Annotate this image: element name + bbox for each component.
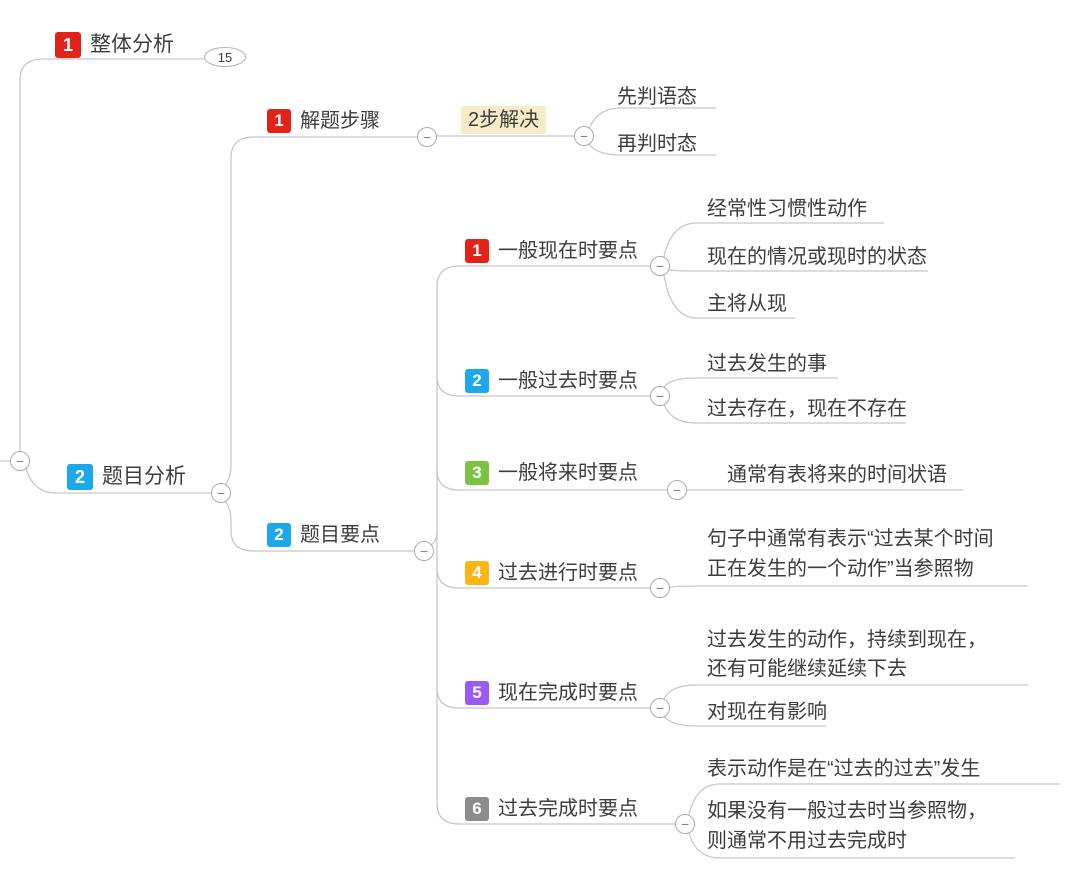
collapse-button-past-continuous[interactable]: − xyxy=(650,578,670,598)
collapse-button-present-simple[interactable]: − xyxy=(650,256,670,276)
minus-icon: − xyxy=(579,128,589,144)
node-question-points[interactable]: 2 题目要点 xyxy=(267,522,380,548)
node-label: 解题步骤 xyxy=(300,110,380,132)
collapse-button-question-analysis[interactable]: − xyxy=(211,483,231,503)
node-label: 过去存在，现在不存在 xyxy=(707,398,907,420)
collapse-button-future-simple[interactable]: − xyxy=(667,480,687,500)
priority-badge-1: 1 xyxy=(55,32,81,58)
node-action-continues-to-now[interactable]: 过去发生的动作，持续到现在， 还有可能继续延续下去 xyxy=(707,626,987,684)
node-label: 一般将来时要点 xyxy=(498,462,638,484)
node-judge-tense-next[interactable]: 再判时态 xyxy=(617,131,697,157)
node-past-of-past[interactable]: 表示动作是在“过去的过去”发生 xyxy=(707,756,980,782)
node-label: 再判时态 xyxy=(617,133,697,155)
node-effect-on-present[interactable]: 对现在有影响 xyxy=(707,699,827,725)
minus-icon: − xyxy=(655,700,665,716)
node-label: 现在完成时要点 xyxy=(498,682,638,704)
node-present-state[interactable]: 现在的情况或现时的状态 xyxy=(707,244,927,270)
node-solving-steps[interactable]: 1 解题步骤 xyxy=(267,108,380,134)
node-label: 如果没有一般过去时当参照物， 则通常不用过去完成时 xyxy=(707,800,987,852)
collapse-button-past-perfect[interactable]: − xyxy=(675,814,695,834)
node-present-perfect-points[interactable]: 5 现在完成时要点 xyxy=(465,680,638,706)
collapse-button-two-step-solution[interactable]: − xyxy=(574,126,594,146)
node-label: 题目要点 xyxy=(300,524,380,546)
priority-badge-6: 6 xyxy=(465,797,489,821)
steps-branch-lines xyxy=(224,107,716,486)
priority-badge-2: 2 xyxy=(67,464,93,490)
node-label: 一般现在时要点 xyxy=(498,240,638,262)
node-label: 先判语态 xyxy=(617,86,697,108)
collapse-button-solving-steps[interactable]: − xyxy=(417,127,437,147)
node-label: 整体分析 xyxy=(90,33,174,56)
collapse-button-question-points[interactable]: − xyxy=(414,541,434,561)
node-label: 经常性习惯性动作 xyxy=(707,198,867,220)
node-future-time-adverbial[interactable]: 通常有表将来的时间状语 xyxy=(727,462,947,488)
minus-icon: − xyxy=(419,543,429,559)
node-future-simple-points[interactable]: 3 一般将来时要点 xyxy=(465,460,638,486)
node-label: 句子中通常有表示“过去某个时间 正在发生的一个动作”当参照物 xyxy=(707,528,994,580)
priority-badge-1: 1 xyxy=(267,109,291,133)
node-present-simple-points[interactable]: 1 一般现在时要点 xyxy=(465,238,638,264)
node-existed-past-not-now[interactable]: 过去存在，现在不存在 xyxy=(707,396,907,422)
node-label: 过去发生的事 xyxy=(707,353,827,375)
node-label: 通常有表将来的时间状语 xyxy=(727,464,947,486)
minus-icon: − xyxy=(216,485,226,501)
node-no-reference-no-past-perfect[interactable]: 如果没有一般过去时当参照物， 则通常不用过去完成时 xyxy=(707,796,987,856)
collapse-button-past-simple[interactable]: − xyxy=(650,386,670,406)
collapse-button-root[interactable]: − xyxy=(10,451,30,471)
node-past-moment-reference[interactable]: 句子中通常有表示“过去某个时间 正在发生的一个动作”当参照物 xyxy=(707,524,994,584)
priority-badge-1: 1 xyxy=(465,239,489,263)
node-judge-voice-first[interactable]: 先判语态 xyxy=(617,84,697,110)
node-overall-analysis[interactable]: 1 整体分析 xyxy=(55,32,174,58)
node-label: 主将从现 xyxy=(707,293,787,315)
node-label: 现在的情况或现时的状态 xyxy=(707,246,927,268)
node-two-step-solution[interactable]: 2步解决 xyxy=(461,106,547,134)
node-label: 对现在有影响 xyxy=(707,701,827,723)
node-label: 过去发生的动作，持续到现在， 还有可能继续延续下去 xyxy=(707,629,987,680)
minus-icon: − xyxy=(655,388,665,404)
node-label: 题目分析 xyxy=(102,465,186,488)
priority-badge-2: 2 xyxy=(465,369,489,393)
node-past-continuous-points[interactable]: 4 过去进行时要点 xyxy=(465,560,638,586)
priority-badge-2: 2 xyxy=(267,523,291,547)
minus-icon: − xyxy=(422,129,432,145)
node-happened-in-past[interactable]: 过去发生的事 xyxy=(707,351,827,377)
collapsed-count-badge[interactable]: 15 xyxy=(204,47,246,67)
root-branch-lines xyxy=(0,58,212,494)
node-question-analysis[interactable]: 2 题目分析 xyxy=(67,464,186,490)
node-past-simple-points[interactable]: 2 一般过去时要点 xyxy=(465,368,638,394)
minus-icon: − xyxy=(15,453,25,469)
node-label: 一般过去时要点 xyxy=(498,370,638,392)
points-branch-lines xyxy=(224,265,675,825)
priority-badge-4: 4 xyxy=(465,561,489,585)
collapse-button-present-perfect[interactable]: − xyxy=(650,698,670,718)
node-past-perfect-points[interactable]: 6 过去完成时要点 xyxy=(465,796,638,822)
minus-icon: − xyxy=(680,816,690,832)
node-main-future-sub-present[interactable]: 主将从现 xyxy=(707,291,787,317)
priority-badge-5: 5 xyxy=(465,681,489,705)
highlighted-label: 2步解决 xyxy=(461,106,547,134)
node-habitual-action[interactable]: 经常性习惯性动作 xyxy=(707,196,867,222)
leaf-lines xyxy=(663,222,1060,859)
minus-icon: − xyxy=(655,580,665,596)
node-label: 表示动作是在“过去的过去”发生 xyxy=(707,758,981,780)
node-label: 过去进行时要点 xyxy=(498,562,638,584)
node-label: 过去完成时要点 xyxy=(498,798,638,820)
priority-badge-3: 3 xyxy=(465,461,489,485)
minus-icon: − xyxy=(655,258,665,274)
minus-icon: − xyxy=(672,482,682,498)
